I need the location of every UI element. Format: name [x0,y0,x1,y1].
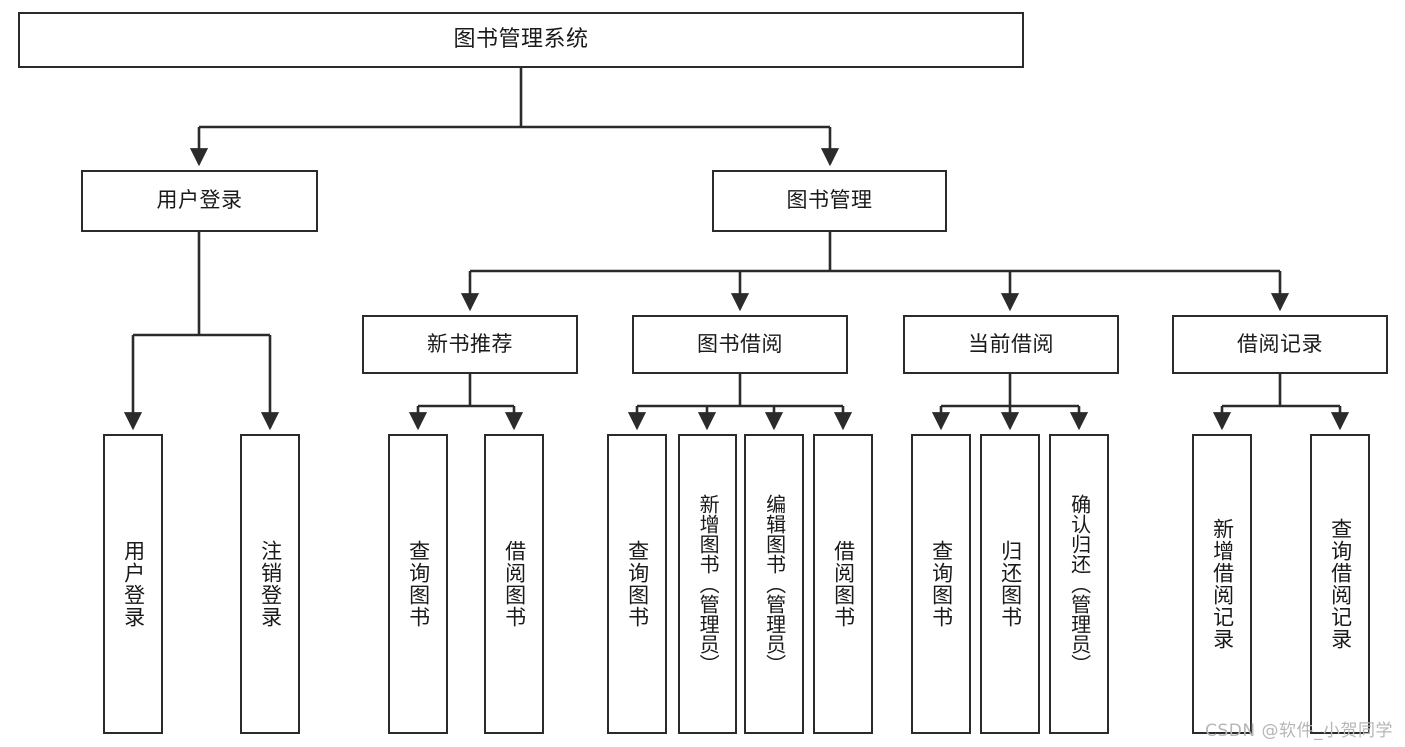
node-leaf-add-book[interactable]: 新增图书（管理员） [678,434,737,734]
node-leaf-query-book-1-label: 查询图书 [406,540,431,628]
node-book-borrow-label: 图书借阅 [697,331,783,356]
node-leaf-user-login[interactable]: 用户登录 [103,434,163,734]
node-leaf-query-book-1[interactable]: 查询图书 [388,434,448,734]
node-user-login[interactable]: 用户登录 [81,170,318,232]
node-leaf-confirm-return[interactable]: 确认归还（管理员） [1049,434,1109,734]
node-leaf-return-book[interactable]: 归还图书 [980,434,1040,734]
node-borrow-record[interactable]: 借阅记录 [1172,315,1388,374]
node-leaf-add-record[interactable]: 新增借阅记录 [1192,434,1252,734]
node-leaf-logout-login[interactable]: 注销登录 [240,434,300,734]
node-leaf-return-book-label: 归还图书 [998,540,1023,628]
node-leaf-query-record-label: 查询借阅记录 [1328,518,1353,650]
node-root-label: 图书管理系统 [453,26,589,52]
node-new-book-recommend[interactable]: 新书推荐 [362,315,578,374]
node-borrow-record-label: 借阅记录 [1237,331,1323,356]
node-leaf-logout-login-label: 注销登录 [258,540,283,628]
node-root[interactable]: 图书管理系统 [18,12,1024,68]
node-leaf-borrow-book-2[interactable]: 借阅图书 [813,434,873,734]
node-user-login-label: 用户登录 [156,188,243,213]
node-leaf-borrow-book-2-label: 借阅图书 [831,540,856,628]
node-leaf-query-book-2-label: 查询图书 [625,540,650,628]
node-leaf-query-record[interactable]: 查询借阅记录 [1310,434,1370,734]
node-current-borrow[interactable]: 当前借阅 [903,315,1119,374]
node-book-management-label: 图书管理 [786,188,873,213]
node-new-book-recommend-label: 新书推荐 [427,331,513,356]
node-leaf-borrow-book-1-label: 借阅图书 [502,540,527,628]
node-leaf-add-record-label: 新增借阅记录 [1210,518,1235,650]
node-leaf-edit-book-label: 编辑图书（管理员） [762,494,787,674]
node-leaf-query-book-3[interactable]: 查询图书 [911,434,971,734]
node-leaf-borrow-book-1[interactable]: 借阅图书 [484,434,544,734]
node-leaf-query-book-3-label: 查询图书 [929,540,954,628]
csdn-watermark: CSDN @软件_小贺同学 [1205,721,1393,741]
node-book-borrow[interactable]: 图书借阅 [632,315,848,374]
node-current-borrow-label: 当前借阅 [968,331,1054,356]
node-book-management[interactable]: 图书管理 [712,170,947,232]
node-leaf-edit-book[interactable]: 编辑图书（管理员） [744,434,804,734]
node-leaf-user-login-label: 用户登录 [121,540,146,628]
node-leaf-confirm-return-label: 确认归还（管理员） [1067,494,1092,674]
node-leaf-query-book-2[interactable]: 查询图书 [607,434,667,734]
node-leaf-add-book-label: 新增图书（管理员） [696,494,721,674]
